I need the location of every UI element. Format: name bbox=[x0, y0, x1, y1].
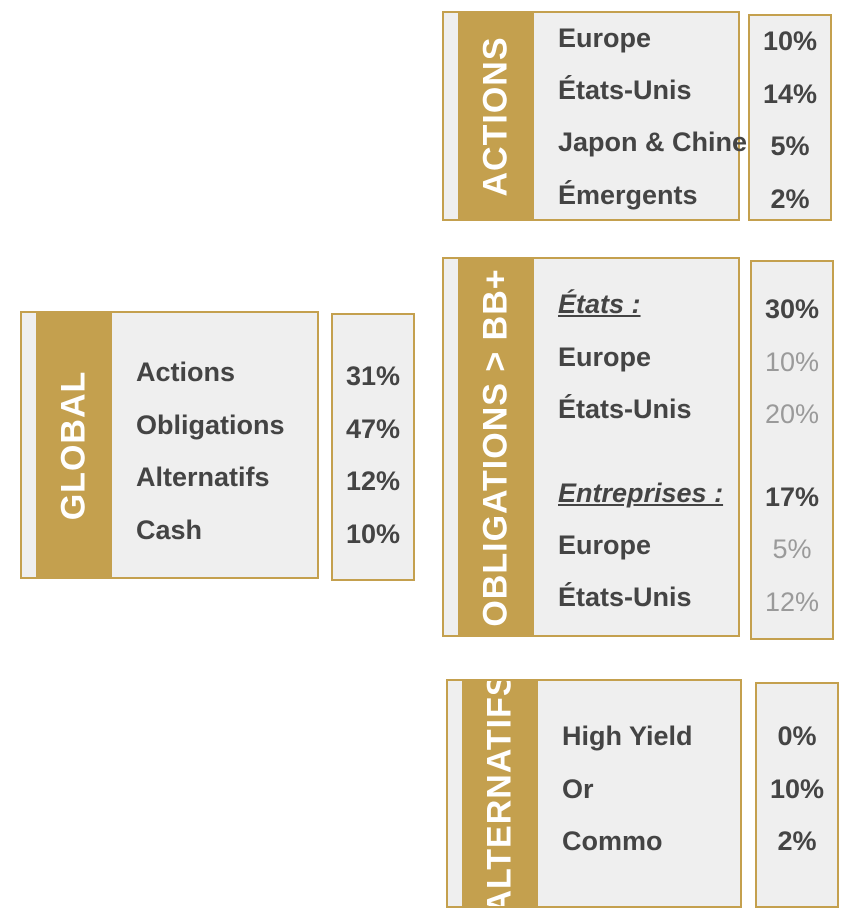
obligations-value-entreprises: 17% bbox=[764, 482, 820, 512]
global-title: GLOBAL bbox=[54, 370, 93, 520]
actions-value-japon-chine: 5% bbox=[770, 131, 810, 161]
obligations-value-entreprises-europe: 5% bbox=[772, 534, 812, 564]
actions-label-etats-unis: États-Unis bbox=[558, 75, 692, 105]
obligations-value-etats-usa: 20% bbox=[764, 399, 820, 429]
obligations-label-entreprises-usa: États-Unis bbox=[558, 582, 692, 612]
obligations-panel: OBLIGATIONS > BB+ États : Europe États-U… bbox=[442, 257, 740, 637]
alternatifs-value-or: 10% bbox=[769, 774, 825, 804]
actions-title-band: ACTIONS bbox=[458, 13, 534, 219]
actions-values-box: 10% 14% 5% 2% bbox=[748, 14, 832, 221]
alternatifs-value-high-yield: 0% bbox=[777, 721, 817, 751]
alternatifs-values-box: 0% 10% 2% bbox=[755, 682, 839, 908]
alternatifs-label-or: Or bbox=[562, 774, 594, 804]
obligations-title: OBLIGATIONS > BB+ bbox=[476, 267, 515, 627]
alternatifs-title-band: ALTERNATIFS bbox=[462, 681, 538, 906]
actions-title: ACTIONS bbox=[476, 36, 515, 196]
actions-value-etats-unis: 14% bbox=[762, 79, 818, 109]
obligations-value-etats: 30% bbox=[764, 294, 820, 324]
obligations-value-etats-europe: 10% bbox=[764, 347, 820, 377]
actions-panel: ACTIONS Europe États-Unis Japon & Chine … bbox=[442, 11, 747, 221]
global-label-alternatifs: Alternatifs bbox=[136, 462, 270, 492]
actions-label-europe: Europe bbox=[558, 23, 652, 53]
global-value-alternatifs: 12% bbox=[345, 466, 401, 496]
obligations-title-band: OBLIGATIONS > BB+ bbox=[458, 259, 534, 635]
global-values-box: 31% 47% 12% 10% bbox=[331, 313, 415, 581]
obligations-label-etats-usa: États-Unis bbox=[558, 394, 692, 424]
obligations-label-etats-europe: Europe bbox=[558, 342, 652, 372]
global-value-obligations: 47% bbox=[345, 414, 401, 444]
actions-label-emergents: Émergents bbox=[558, 180, 698, 210]
global-label-actions: Actions bbox=[136, 357, 236, 387]
alternatifs-title: ALTERNATIFS bbox=[480, 681, 519, 906]
obligations-label-entreprises: Entreprises : bbox=[558, 478, 724, 508]
global-value-cash: 10% bbox=[345, 519, 401, 549]
alternatifs-value-commo: 2% bbox=[777, 826, 817, 856]
obligations-values-box: 30% 10% 20% 17% 5% 12% bbox=[750, 260, 834, 640]
actions-value-europe: 10% bbox=[762, 26, 818, 56]
global-value-actions: 31% bbox=[345, 361, 401, 391]
global-title-band: GLOBAL bbox=[36, 313, 112, 577]
actions-label-japon-chine: Japon & Chine bbox=[558, 127, 748, 157]
global-label-obligations: Obligations bbox=[136, 410, 285, 440]
alternatifs-panel: ALTERNATIFS High Yield Or Commo bbox=[446, 679, 742, 908]
alternatifs-label-commo: Commo bbox=[562, 826, 663, 856]
obligations-value-entreprises-usa: 12% bbox=[764, 587, 820, 617]
global-label-cash: Cash bbox=[136, 515, 203, 545]
global-panel: GLOBAL Actions Obligations Alternatifs C… bbox=[20, 311, 319, 579]
alternatifs-label-high-yield: High Yield bbox=[562, 721, 693, 751]
actions-value-emergents: 2% bbox=[770, 184, 810, 214]
obligations-label-entreprises-europe: Europe bbox=[558, 530, 652, 560]
obligations-label-etats: États : bbox=[558, 289, 641, 319]
